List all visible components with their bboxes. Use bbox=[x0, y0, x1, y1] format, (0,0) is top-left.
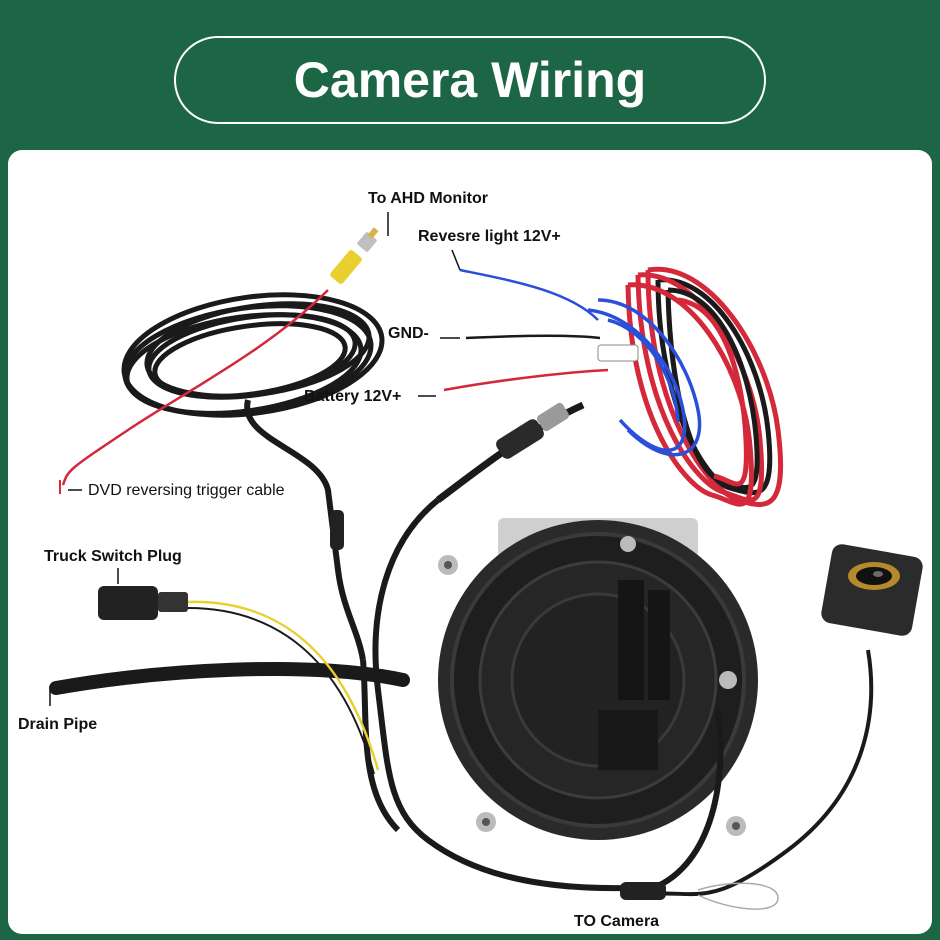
wiring-panel: To AHD Monitor Revesre light 12V+ GND- B… bbox=[8, 150, 932, 934]
aviation-connector-ring bbox=[537, 402, 569, 432]
av-cable-coil bbox=[121, 292, 385, 418]
truck-switch-wire bbox=[187, 600, 380, 771]
label-gnd: GND- bbox=[388, 325, 429, 342]
truck-switch-plug bbox=[98, 586, 188, 620]
flip-camera-housing bbox=[438, 518, 758, 840]
label-to-camera: TO Camera bbox=[574, 913, 660, 930]
label-reverse-light: Revesre light 12V+ bbox=[418, 228, 561, 245]
to-camera-cable bbox=[647, 649, 874, 897]
reverse-light-wire bbox=[459, 268, 599, 321]
blue-wire-loops bbox=[587, 298, 702, 457]
label-drain-pipe: Drain Pipe bbox=[18, 716, 98, 733]
drain-pipe bbox=[49, 662, 410, 695]
dvd-trigger-wire bbox=[61, 289, 329, 486]
page-title: Camera Wiring bbox=[293, 52, 647, 108]
label-battery: Battery 12V+ bbox=[304, 388, 402, 405]
cable-tie-loop bbox=[697, 882, 779, 910]
title-banner: Camera Wiring bbox=[174, 36, 766, 124]
label-ahd-monitor: To AHD Monitor bbox=[368, 190, 488, 207]
gnd-wire bbox=[465, 334, 601, 340]
rca-connector bbox=[330, 227, 379, 284]
cable-junction bbox=[330, 510, 344, 550]
wiring-illustration bbox=[49, 212, 923, 910]
battery-wire bbox=[443, 368, 609, 392]
cable-tag bbox=[597, 344, 639, 362]
label-dvd-trigger: DVD reversing trigger cable bbox=[88, 482, 285, 499]
aviation-connector bbox=[496, 419, 544, 459]
rear-camera bbox=[821, 544, 923, 636]
to-camera-connector bbox=[620, 882, 666, 900]
truck-switch-wire-black bbox=[187, 607, 375, 775]
leader-reverse bbox=[451, 249, 461, 271]
power-cable-coil bbox=[625, 266, 784, 508]
label-truck-switch: Truck Switch Plug bbox=[44, 548, 182, 565]
av-cable-lead bbox=[244, 399, 366, 661]
